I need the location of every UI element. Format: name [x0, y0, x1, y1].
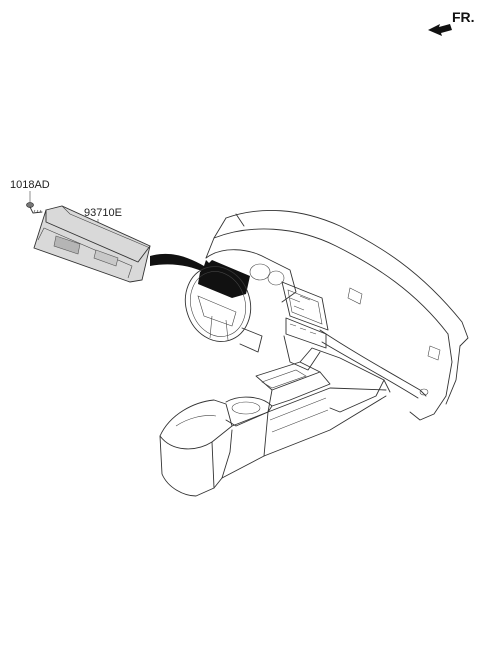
location-pointer	[150, 253, 218, 278]
screw-part[interactable]	[26, 202, 43, 214]
part-label-93710e[interactable]: 93710E	[84, 207, 122, 219]
fascia-panel-part[interactable]	[33, 205, 151, 283]
front-direction-indicator: FR.	[428, 9, 475, 36]
front-label: FR.	[452, 9, 475, 25]
part-label-1018ad[interactable]: 1018AD	[10, 179, 50, 191]
center-console	[159, 347, 391, 497]
part-location-highlight	[198, 260, 250, 298]
instrument-panel-assembly	[159, 210, 469, 497]
direction-arrow-icon	[428, 24, 452, 36]
steering-wheel	[184, 266, 263, 353]
